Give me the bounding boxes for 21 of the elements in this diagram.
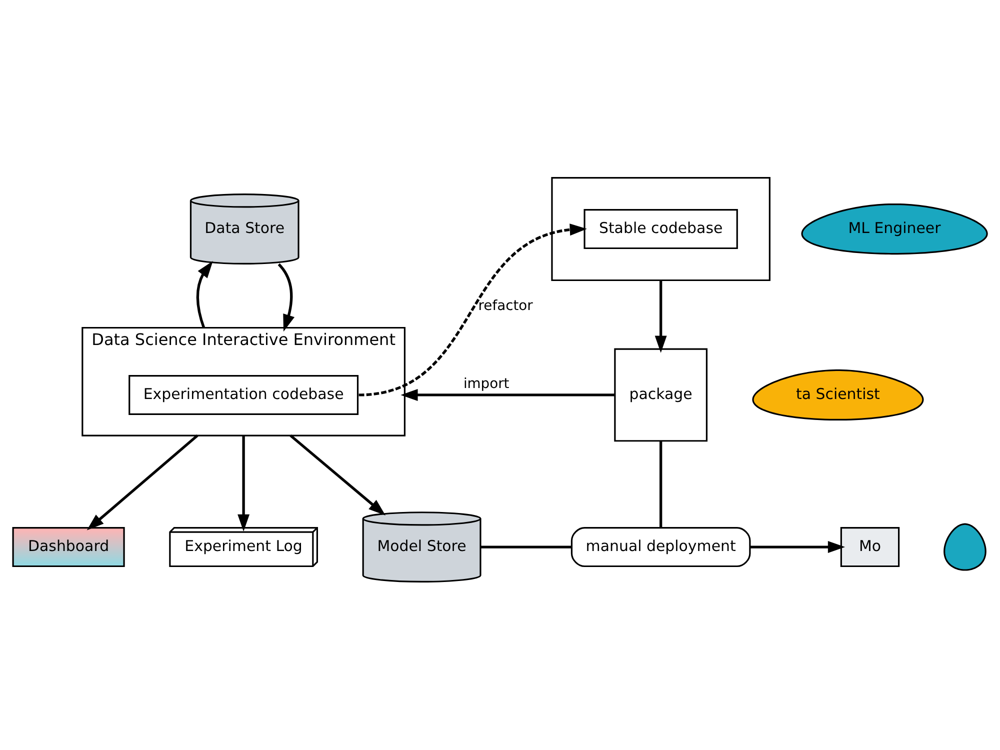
arrow (196, 260, 213, 328)
arrow (86, 434, 198, 530)
arrow (400, 388, 615, 400)
node-box: manual deployment (570, 526, 751, 567)
cluster (551, 176, 770, 281)
node-box: Stable codebase (584, 208, 738, 249)
edge-label: import (463, 375, 510, 392)
node-box: Mo (840, 526, 900, 567)
arrow (358, 223, 587, 396)
connector (480, 545, 572, 548)
arrow (278, 262, 295, 332)
node-box: package (614, 348, 708, 442)
node-box: Dashboard (12, 526, 125, 567)
arrow (654, 280, 667, 352)
node-box: Experimentation codebase (128, 374, 359, 414)
arrow (750, 540, 846, 553)
edge-label: refactor (478, 298, 533, 314)
connector (660, 440, 662, 528)
arrow (290, 434, 386, 515)
node-person (944, 522, 986, 570)
arrow (238, 435, 250, 531)
